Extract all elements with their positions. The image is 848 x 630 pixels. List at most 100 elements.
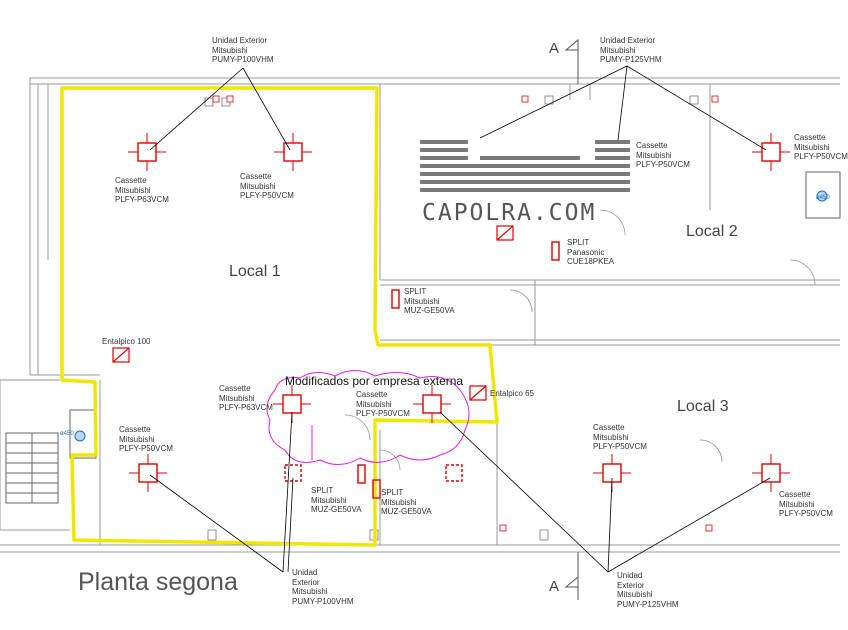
label-line: MUZ-GE50VA bbox=[381, 507, 432, 516]
label-line: PLFY-P50VCM bbox=[240, 191, 294, 200]
section-marker-top: A bbox=[549, 40, 560, 57]
label-line: Mitsubishi bbox=[794, 142, 830, 152]
label-line: PUMY-P125VHM bbox=[617, 599, 679, 609]
label-line: Mitsubishi bbox=[115, 185, 151, 195]
label-line: PUMY-P100VHM bbox=[212, 55, 274, 64]
label-line: PLFY-P50VCM bbox=[593, 442, 647, 451]
label-line: Unidad Exterior bbox=[212, 36, 268, 45]
label-line: Cassette bbox=[794, 133, 826, 142]
label-line: Unidad bbox=[292, 568, 318, 577]
label-line: MUZ-GE50VA bbox=[311, 505, 362, 514]
label-line: PLFY-P50VCM bbox=[636, 160, 690, 169]
label-line: Mitsubishi bbox=[779, 499, 815, 509]
label-line: PLFY-P50VCM bbox=[794, 152, 848, 161]
label-line: Mitsubishi bbox=[617, 590, 653, 599]
staircase bbox=[5, 432, 59, 504]
section-markers bbox=[564, 38, 579, 600]
entalpico-units bbox=[112, 225, 514, 401]
room-label-local1: Local 1 bbox=[229, 263, 281, 280]
label-line: Entalpico 65 bbox=[490, 389, 535, 398]
label-line: Mitsubishi bbox=[636, 150, 672, 160]
room-label-local2: Local 2 bbox=[686, 223, 738, 240]
label-line: Cassette bbox=[636, 141, 668, 150]
label-line: PLFY-P50VCM bbox=[356, 409, 410, 418]
red-tags bbox=[212, 95, 719, 532]
label-line: Mitsubishi bbox=[212, 45, 248, 55]
label-line: PUMY-P125VHM bbox=[600, 55, 662, 64]
label-entalpico-100: Entalpico 100 bbox=[102, 337, 150, 347]
label-line: ø450 bbox=[60, 431, 74, 437]
label-line: Cassette bbox=[119, 425, 151, 434]
label-line: Unidad bbox=[617, 571, 643, 580]
watermark: CAPOLRA.COM bbox=[422, 200, 597, 226]
label-line: Cassette bbox=[779, 490, 811, 499]
label-line: Panasonic bbox=[567, 247, 605, 257]
doors bbox=[344, 209, 816, 471]
label-line: Mitsubishi bbox=[219, 393, 255, 403]
split-units bbox=[357, 241, 560, 499]
equipment-racks bbox=[420, 140, 630, 192]
label-line: SPLIT bbox=[311, 486, 334, 495]
label-line: SPLIT bbox=[381, 488, 404, 497]
section-marker-bottom: A bbox=[549, 578, 560, 595]
label-line: Mitsubishi bbox=[240, 181, 276, 191]
label-line: Cassette bbox=[115, 176, 147, 185]
label-line: PLFY-P50VCM bbox=[779, 509, 833, 518]
room-label-local3: Local 3 bbox=[677, 398, 729, 415]
cassette-units bbox=[137, 142, 781, 483]
label-line: PLFY-P63VCM bbox=[115, 195, 169, 204]
highlight-zone bbox=[60, 86, 499, 547]
label-tag-left: ø450 bbox=[60, 430, 74, 440]
label-line: Mitsubishi bbox=[600, 45, 636, 55]
label-line: Exterior bbox=[617, 580, 645, 590]
leader-lines bbox=[149, 65, 771, 573]
label-line: CUE18PKEA bbox=[567, 257, 615, 266]
label-line: PLFY-P50VCM bbox=[119, 444, 173, 453]
label-line: Entalpico 100 bbox=[102, 337, 151, 346]
label-line: MUZ-GE50VA bbox=[404, 306, 455, 315]
label-line: SPLIT bbox=[567, 238, 590, 247]
label-line: Exterior bbox=[292, 577, 320, 587]
label-entalpico-65: Entalpico 65 bbox=[490, 389, 534, 399]
label-line: Cassette bbox=[219, 384, 251, 393]
label-tag-right: ø450 bbox=[816, 194, 830, 204]
label-line: Unidad Exterior bbox=[600, 36, 656, 45]
label-line: Mitsubishi bbox=[381, 497, 417, 507]
label-line: Mitsubishi bbox=[311, 495, 347, 505]
label-line: Mitsubishi bbox=[119, 434, 155, 444]
label-line: Mitsubishi bbox=[404, 296, 440, 306]
revision-cloud bbox=[266, 370, 470, 465]
label-line: Cassette bbox=[593, 423, 625, 432]
cassette-arrows bbox=[128, 133, 790, 492]
label-line: SPLIT bbox=[404, 287, 427, 296]
label-line: Mitsubishi bbox=[356, 399, 392, 409]
walls bbox=[0, 77, 840, 553]
plan-title: Planta segona bbox=[78, 568, 238, 596]
label-line: PLFY-P63VCM bbox=[219, 403, 273, 412]
label-line: Cassette bbox=[356, 390, 388, 399]
label-line: Cassette bbox=[240, 172, 272, 181]
label-line: Mitsubishi bbox=[593, 432, 629, 442]
label-line: PUMY-P100VHM bbox=[292, 596, 354, 606]
revision-note: Modificados por empresa externa bbox=[285, 374, 464, 388]
label-line: Mitsubishi bbox=[292, 587, 328, 596]
label-line: ø450 bbox=[816, 195, 830, 201]
